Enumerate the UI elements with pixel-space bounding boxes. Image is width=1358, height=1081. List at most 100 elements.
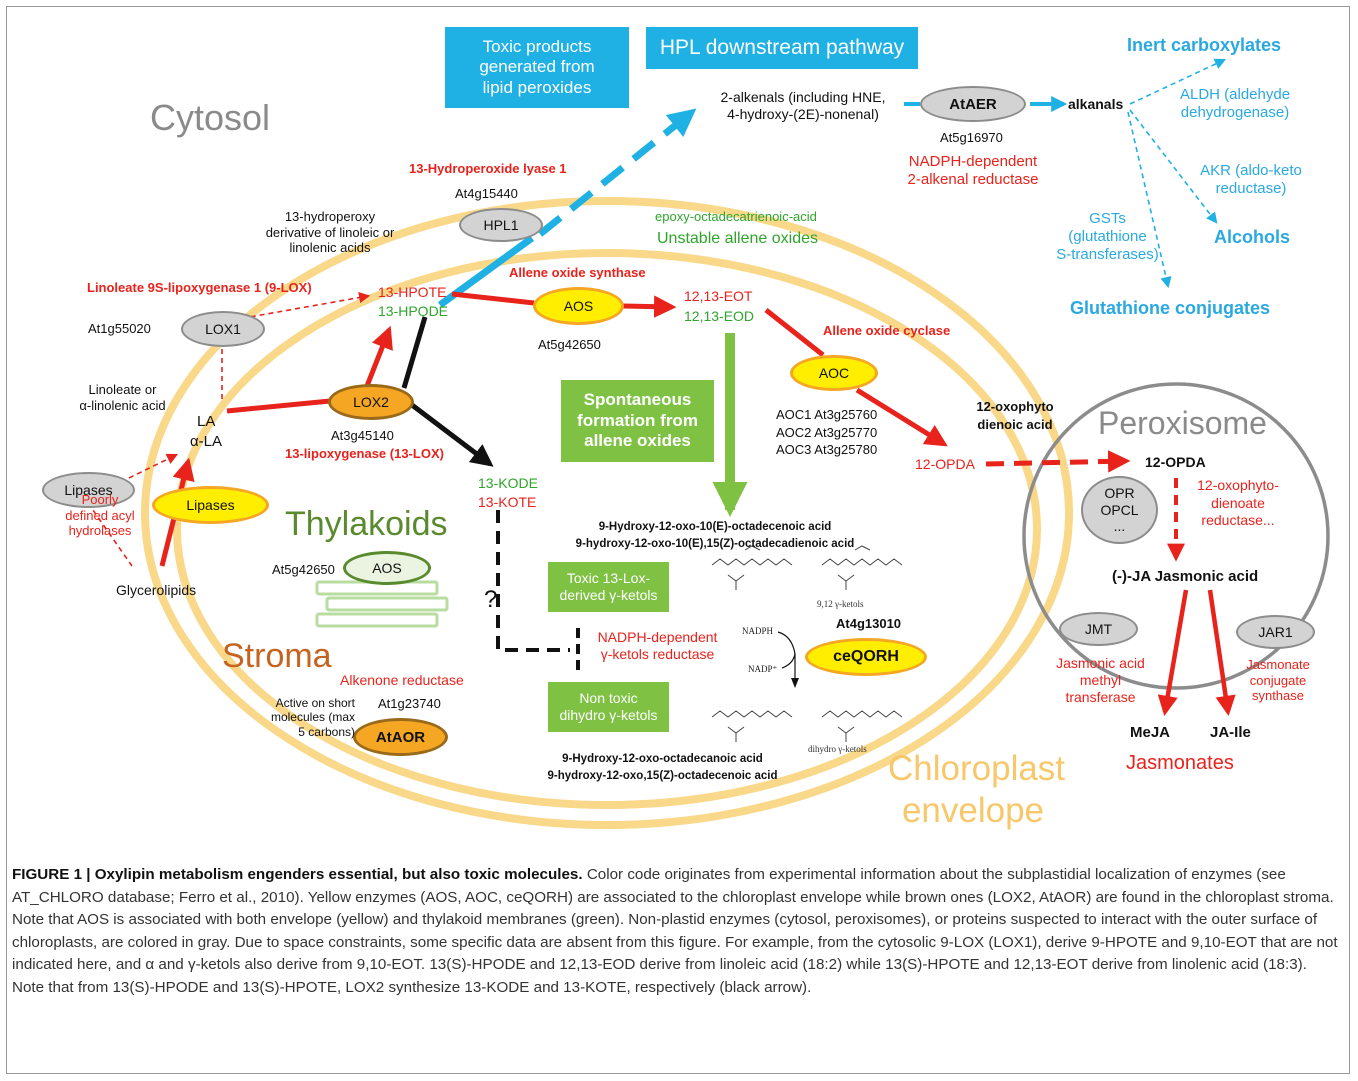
hpote-label: 13-HPOTE: [378, 284, 447, 300]
ketol-top-line1: 9-Hydroxy-12-oxo-10(E)-octadecenoic acid: [598, 521, 832, 533]
peroxisome-label: Peroxisome: [1098, 405, 1267, 441]
nadp-text: NADP⁺: [748, 664, 778, 674]
akr-label: AKR (aldo-keto reductase): [1186, 162, 1316, 198]
lox1-name: Linoleate 9S-lipoxygenase 1 (9-LOX): [87, 280, 312, 295]
lox2-enzyme: LOX2: [328, 384, 414, 420]
diagram-graphics: [87, 58, 1330, 829]
kode-label: 13-KODE: [478, 475, 538, 491]
hpl-downstream-box: HPL downstream pathway: [646, 27, 918, 69]
alkenals-line2: 4-hydroxy-(2E)-nonenal): [727, 105, 879, 122]
jar1-name-line2: conjugate: [1249, 672, 1307, 688]
ataer-name-line1: NADPH-dependent: [908, 153, 1038, 170]
jaile-label: JA-Ile: [1210, 724, 1251, 741]
opr-line1: OPR: [1104, 484, 1135, 501]
cytosol-label: Cytosol: [150, 97, 271, 138]
caption-body: Color code originates from experimental …: [12, 866, 1338, 996]
ataor-enzyme: AtAOR: [353, 718, 448, 756]
eod-label: 12,13-EOD: [684, 308, 755, 324]
ketol-top-label: 9-Hydroxy-12-oxo-10(E)-octadecenoic acid…: [555, 519, 875, 552]
thylakoids-label: Thylakoids: [285, 505, 448, 543]
poorly-line3: hydrolases: [68, 523, 132, 539]
ala-label: α-LA: [190, 433, 223, 450]
chloroplast-label-line2: envelope: [901, 791, 1045, 830]
toxic-products-line3: lipid peroxides: [482, 77, 592, 97]
nadph-reductase-line1: NADPH-dependent: [597, 629, 718, 645]
jmt-enzyme: JMT: [1059, 612, 1138, 646]
hpode-label: 13-HPODE: [378, 303, 449, 319]
spontaneous-box: Spontaneous formation from allene oxides: [561, 380, 714, 462]
lox2-gene: At3g45140: [331, 428, 394, 443]
opr-line2: OPCL: [1100, 501, 1139, 518]
ceqorh-enzyme: ceQORH: [805, 638, 927, 676]
linoleate-line2: α-linolenic acid: [79, 397, 166, 413]
toxic-products-line2: generated from: [479, 57, 595, 77]
figure-frame: [6, 6, 1350, 1074]
aoc3-gene: AOC3 At3g25780: [776, 442, 878, 458]
arrow-hpl-downstream: [537, 108, 697, 237]
unstable-label: Unstable allene oxides: [657, 230, 818, 247]
toxic-products-line1: Toxic products: [482, 36, 592, 56]
inner-envelope: [173, 249, 1041, 809]
toxic-products-box: Toxic products generated from lipid pero…: [445, 27, 629, 108]
opda-name-line1: 12-oxophyto: [976, 399, 1054, 414]
active-line3: 5 carbons): [298, 724, 355, 739]
glutathione-label: Glutathione conjugates: [1070, 298, 1271, 318]
toxic-ketols-box: Toxic 13-Lox- derived γ-ketols: [548, 562, 669, 612]
poorly-line2: defined acyl: [65, 507, 135, 523]
gsts-line2: (glutathione: [1068, 228, 1147, 245]
ataer-gene: At5g16970: [940, 130, 1003, 145]
peroxisome-membrane: [1022, 382, 1330, 690]
eot-label: 12,13-EOT: [684, 288, 753, 304]
lox1-enzyme: LOX1: [181, 311, 265, 347]
lox1-gene: At1g55020: [88, 321, 151, 336]
chloroplast-label-line1: Chloroplast: [888, 749, 1066, 788]
aldh-line1: ALDH (aldehyde: [1179, 86, 1291, 103]
aos-thylakoid-enzyme: AOS: [343, 551, 431, 585]
aos-name: Allene oxide synthase: [509, 265, 646, 280]
hydroperoxy-line1: 13-hydroperoxy: [284, 209, 376, 224]
ataer-name-line2: 2-alkenal reductase: [907, 171, 1039, 188]
aldh-label: ALDH (aldehyde dehydrogenase): [1165, 86, 1305, 122]
nontoxic-ketols-line1: Non toxic: [579, 690, 638, 707]
hydroperoxy-line2: derivative of linoleic or: [265, 224, 395, 240]
dihydro-ketols-small: dihydro γ-ketols: [808, 744, 867, 754]
aos-gene: At5g42650: [538, 337, 601, 352]
lipases-envelope-enzyme: Lipases: [152, 486, 269, 524]
hydroperoxy-label: 13-hydroperoxy derivative of linoleic or…: [250, 209, 410, 256]
nontoxic-ketols-line2: dihydro γ-ketols: [559, 707, 658, 723]
toxic-ketols-line2: derived γ-ketols: [559, 587, 658, 603]
hpl1-enzyme: HPL1: [459, 208, 543, 242]
nadph-reductase-line2: γ-ketols reductase: [600, 645, 715, 662]
active-line1: Active on short: [275, 696, 355, 710]
aoc-name: Allene oxide cyclase: [823, 323, 951, 338]
jasmonates-label: Jasmonates: [1126, 752, 1234, 774]
active-short-label: Active on short molecules (max 5 carbons…: [265, 696, 355, 739]
alkenals-label: 2-alkenals (including HNE, 4-hydroxy-(2E…: [703, 89, 903, 123]
meja-label: MeJA: [1130, 724, 1171, 741]
figure-caption: FIGURE 1 | Oxylipin metabolism engenders…: [12, 864, 1342, 999]
jar1-name: Jasmonate conjugate synthase: [1233, 657, 1323, 704]
ataer-enzyme: AtAER: [920, 86, 1026, 122]
nadph-reductase-label: NADPH-dependent γ-ketols reductase: [585, 629, 730, 663]
nontoxic-ketols-box: Non toxic dihydro γ-ketols: [548, 682, 669, 732]
poorly-line1: Poorly: [81, 492, 119, 507]
inert-carboxylates: Inert carboxylates: [1127, 35, 1282, 55]
alkanals-label: alkanals: [1068, 96, 1124, 112]
opr-name: 12-oxophyto- dienoate reductase...: [1183, 477, 1293, 530]
akr-line1: AKR (aldo-keto: [1200, 162, 1302, 179]
ceqorh-gene: At4g13010: [836, 616, 902, 631]
jmt-name: Jasmonic acid methyl transferase: [1033, 655, 1168, 705]
molecule-structure: [711, 545, 903, 742]
aoc1-gene: AOC1 At3g25760: [776, 407, 878, 422]
jmt-name-line2: methyl: [1079, 671, 1122, 688]
caption-lead: FIGURE 1 | Oxylipin metabolism engenders…: [12, 866, 583, 883]
spontaneous-line3: allene oxides: [584, 431, 691, 451]
aos-enzyme: AOS: [533, 287, 624, 325]
opda-peroxisome-label: 12-OPDA: [1145, 454, 1206, 470]
ketol-top-line2: 9-hydroxy-12-oxo-10(E),15(Z)-octadecadie…: [575, 537, 855, 550]
glycerolipids-label: Glycerolipids: [116, 582, 197, 598]
spontaneous-line1: Spontaneous: [583, 390, 692, 410]
jmt-name-line1: Jasmonic acid: [1056, 655, 1145, 671]
opr-name-line1: 12-oxophyto-: [1197, 477, 1279, 493]
nadph-reaction: [777, 631, 796, 682]
